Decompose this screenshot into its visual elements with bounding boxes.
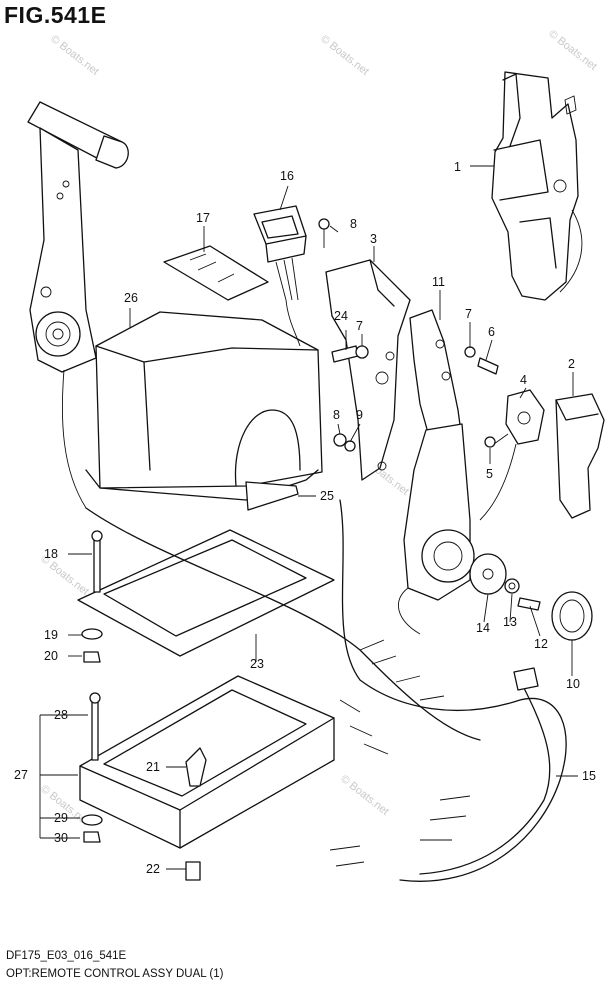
callout-7b: 7 — [356, 319, 363, 333]
callout-3: 3 — [370, 232, 377, 246]
part-28-bolt — [89, 692, 101, 761]
part-3-bracket — [325, 259, 411, 481]
part-15-harness — [85, 499, 567, 882]
part-2-cover — [555, 393, 605, 519]
watermark-text: © Boats.net — [318, 33, 371, 78]
part-30-nut — [83, 831, 101, 843]
part-1-remote-control-unit — [491, 71, 583, 301]
callout-8a: 8 — [350, 217, 357, 231]
callout-21: 21 — [146, 760, 160, 774]
callout-29: 29 — [54, 811, 68, 825]
callout-26: 26 — [124, 291, 138, 305]
part-20-nut — [83, 651, 101, 663]
lever-and-hub — [27, 101, 129, 509]
callout-20: 20 — [44, 649, 58, 663]
watermark-text: © Boats.net — [48, 33, 101, 78]
part-5-screw — [484, 433, 509, 448]
callout-4: 4 — [520, 373, 527, 387]
part-4-sensor — [479, 389, 545, 521]
callout-11: 11 — [432, 275, 445, 289]
callout-19: 19 — [44, 628, 58, 642]
callout-6: 6 — [488, 325, 495, 339]
callout-8b: 8 — [333, 408, 340, 422]
callout-23: 23 — [250, 657, 264, 671]
callout-17: 17 — [196, 211, 210, 225]
leader-lines — [39, 165, 578, 870]
part-29-washer — [81, 814, 103, 826]
figure-description: OPT:REMOTE CONTROL ASSY DUAL (1) — [6, 968, 224, 980]
gear-hub-assembly — [398, 423, 475, 635]
callout-12: 12 — [534, 637, 548, 651]
callout-25: 25 — [320, 489, 334, 503]
part-12-screw — [517, 597, 541, 611]
callout-1: 1 — [454, 160, 461, 174]
callout-2: 2 — [568, 357, 575, 371]
callout-22: 22 — [146, 862, 160, 876]
callout-14: 14 — [476, 621, 490, 635]
part-27-base — [79, 675, 335, 849]
part-16-switch — [253, 205, 307, 347]
part-22-clip — [185, 861, 201, 881]
watermark-text: © Boats.net — [546, 28, 599, 73]
callout-18: 18 — [44, 547, 58, 561]
callout-labels: 1 2 3 4 5 6 7 7 8 8 9 10 11 12 13 14 15 … — [14, 160, 596, 876]
callout-16: 16 — [280, 169, 294, 183]
part-17-plate — [163, 245, 269, 301]
part-8-screw-top — [318, 218, 330, 248]
callout-13: 13 — [503, 615, 517, 629]
part-26-housing — [85, 311, 323, 511]
part-14-plate — [469, 553, 507, 595]
part-18-bolt — [91, 530, 103, 593]
callout-7a: 7 — [465, 307, 472, 321]
part-23-gasket — [77, 529, 335, 657]
callout-10: 10 — [566, 677, 580, 691]
part-21-lock — [185, 747, 207, 787]
part-10-cap — [551, 591, 593, 641]
part-13-washer — [504, 578, 520, 594]
part-24-bolt — [331, 345, 369, 363]
callout-15: 15 — [582, 769, 596, 783]
figure-code: DF175_E03_016_541E — [6, 950, 127, 962]
callout-28: 28 — [54, 708, 68, 722]
watermark-text: © Boats.net — [338, 773, 391, 818]
part-19-washer — [81, 628, 103, 640]
callout-30: 30 — [54, 831, 68, 845]
callout-5: 5 — [486, 467, 493, 481]
figure-title: FIG.541E — [4, 2, 107, 28]
callout-24: 24 — [334, 309, 348, 323]
part-11-arm — [409, 309, 463, 441]
callout-27: 27 — [14, 768, 28, 782]
callout-9: 9 — [356, 408, 363, 422]
part-8-9-screw-washer — [333, 433, 356, 452]
part-6-7-screw — [464, 346, 499, 375]
